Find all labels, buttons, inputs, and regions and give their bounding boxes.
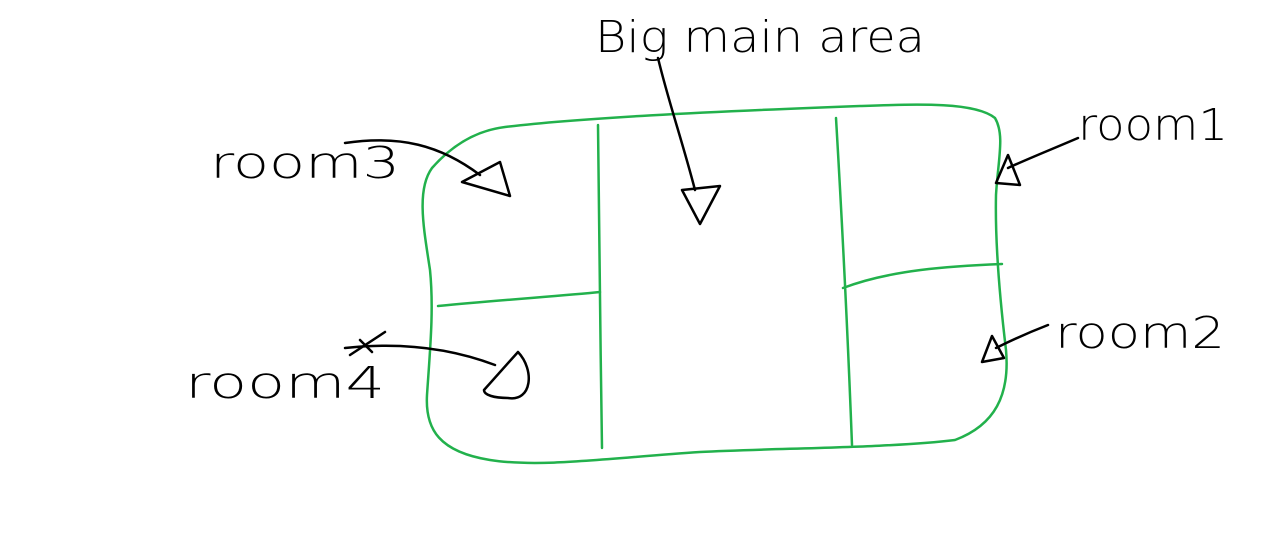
room4-arrowhead: [482, 350, 530, 400]
main-area-arrow-line: [656, 56, 697, 192]
room3-arrow-line: [343, 139, 482, 177]
room1-arrow-line: [1006, 136, 1080, 170]
labels: Big main area room1 room2 room3 room4: [185, 12, 1228, 409]
room1-label: room1: [1078, 100, 1228, 151]
main-area-label: Big main area: [595, 12, 925, 63]
room2-arrowhead: [980, 334, 1006, 364]
room4-label: room4: [185, 358, 385, 409]
room2-arrow-line: [994, 323, 1050, 350]
right-wall: [834, 116, 854, 447]
right-divider: [841, 262, 1004, 290]
room3-label: room3: [210, 138, 400, 189]
annotation-arrows: [343, 56, 1080, 400]
building-outline: [421, 103, 1008, 465]
room1-arrowhead: [994, 153, 1022, 187]
left-wall: [596, 123, 604, 450]
main-area-arrowhead: [680, 184, 722, 226]
room2-label: room2: [1055, 308, 1225, 359]
room3-arrowhead: [460, 160, 512, 198]
room4-cross-mark: [348, 330, 387, 357]
left-divider: [436, 290, 602, 308]
floor-plan: [421, 103, 1008, 465]
